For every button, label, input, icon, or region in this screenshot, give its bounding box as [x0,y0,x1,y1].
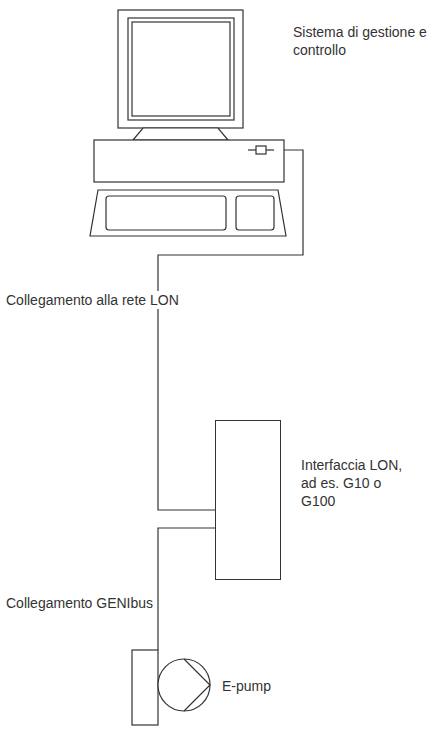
node-label: Interfaccia LON, ad es. G10 o G100 [301,456,413,510]
connector-line [158,528,215,650]
pump-symbol [130,645,214,727]
connection-label: Collegamento GENIbus [4,594,155,612]
computer-illustration [88,8,284,240]
pump-node: E-pump [130,645,214,727]
node-label: E-pump [222,677,302,695]
interface-box: Interfaccia LON, ad es. G10 o G100 [215,420,281,580]
connection-label: Collegamento alla rete LON [4,291,181,309]
node-label: Sistema di gestione e controllo [293,23,438,59]
computer-node: Sistema di gestione e controllo [88,8,284,240]
